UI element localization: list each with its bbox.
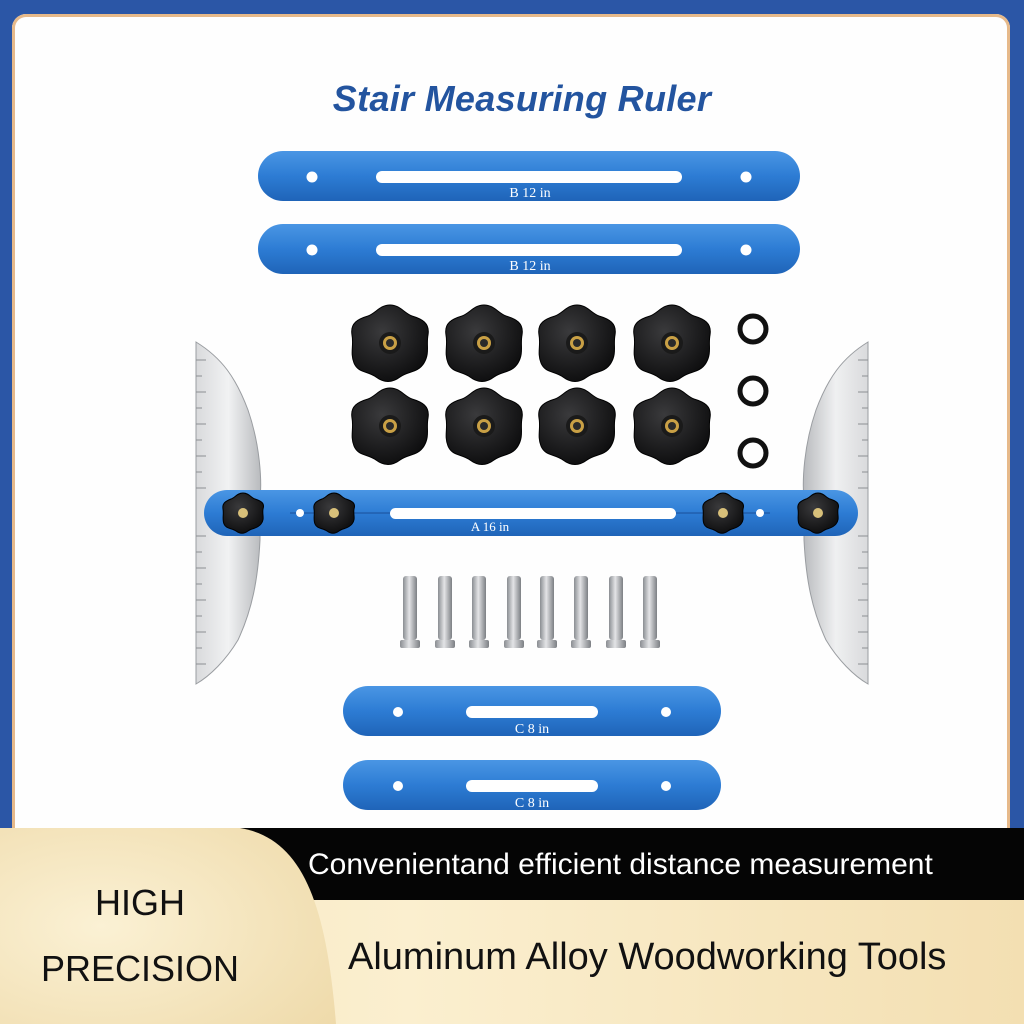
bolt-icon: [606, 576, 626, 648]
bar-a-assembly: A 16 in: [204, 490, 858, 536]
o-ring-icon: [737, 313, 769, 345]
knob-icon: [445, 304, 523, 382]
knob-icon: [538, 304, 616, 382]
bolt-icon: [469, 576, 489, 648]
knob-icon: [351, 387, 429, 465]
o-ring-set: [737, 313, 769, 469]
knob-set: [351, 304, 711, 465]
knob-icon: [538, 387, 616, 465]
bolt-icon: [537, 576, 557, 648]
bar-b-1: B 12 in: [258, 151, 800, 201]
precision-heading-line2: PRECISION: [40, 948, 240, 989]
bar-c-2: C 8 in: [343, 760, 721, 811]
bar-b-2-label: B 12 in: [509, 259, 550, 274]
product-subtitle: Aluminum Alloy Woodworking Tools: [348, 936, 947, 978]
bar-c-1: C 8 in: [343, 686, 721, 737]
bar-c-1-label: C 8 in: [515, 722, 549, 737]
knob-icon: [445, 387, 523, 465]
o-ring-icon: [737, 437, 769, 469]
bolt-icon: [400, 576, 420, 648]
bar-a-label: A 16 in: [471, 519, 510, 534]
bolt-icon: [571, 576, 591, 648]
bar-b-2: B 12 in: [258, 224, 800, 274]
tagline-text: Convenientand efficient distance measure…: [308, 848, 933, 881]
bar-b-1-label: B 12 in: [509, 186, 550, 201]
knob-icon: [633, 304, 711, 382]
precision-heading-line1: HIGH: [95, 882, 185, 923]
product-illustration: B 12 in B 12 in: [195, 151, 869, 811]
knob-icon: [351, 304, 429, 382]
bolt-icon: [504, 576, 524, 648]
bolt-set: [400, 576, 660, 648]
bar-c-2-label: C 8 in: [515, 796, 549, 811]
precision-panel: [0, 828, 336, 1024]
bolt-icon: [435, 576, 455, 648]
product-title: Stair Measuring Ruler: [332, 78, 712, 119]
knob-icon: [633, 387, 711, 465]
bolt-icon: [640, 576, 660, 648]
o-ring-icon: [737, 375, 769, 407]
